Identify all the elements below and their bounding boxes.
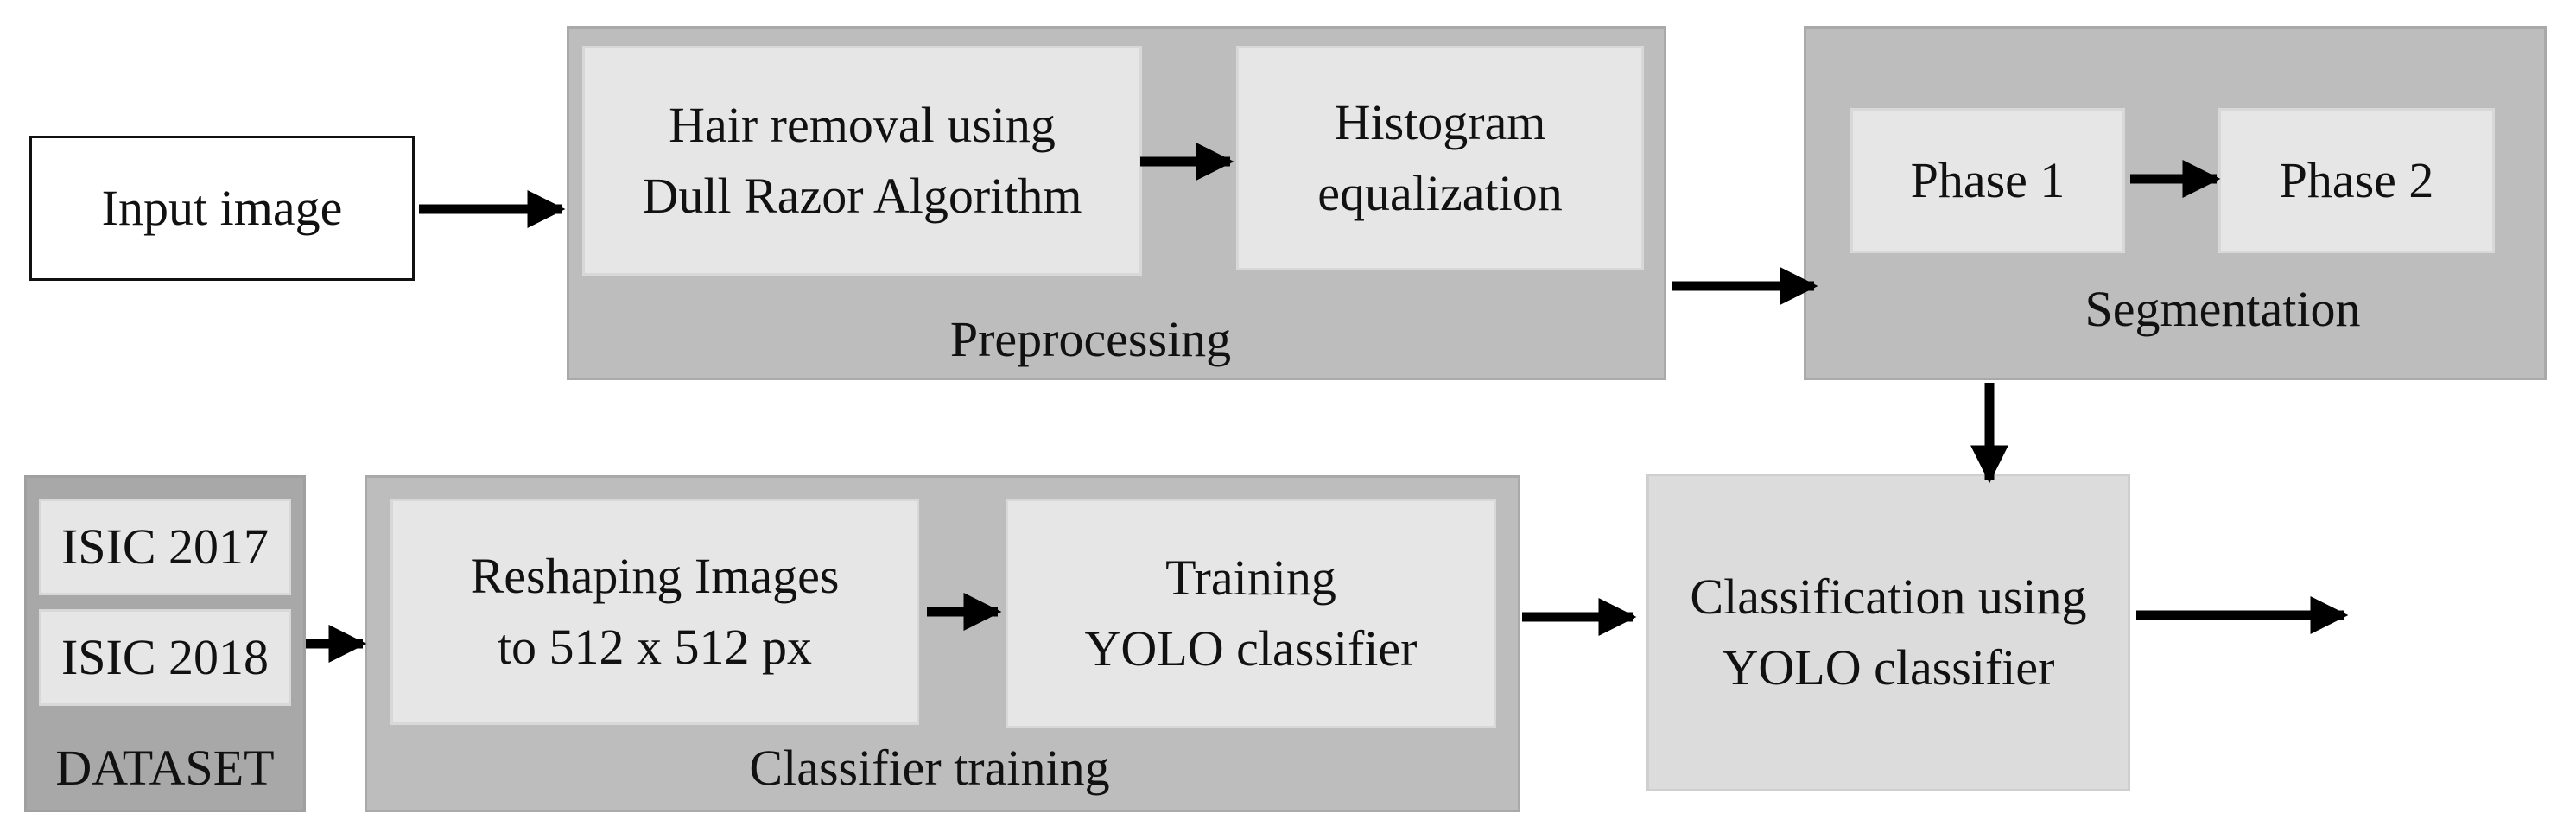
segmentation-group: Phase 1 Phase 2 Segmentation	[1804, 26, 2547, 380]
histogram-equalization-step: Histogram equalization	[1236, 46, 1644, 270]
dataset-isic-2018: ISIC 2018	[39, 609, 291, 706]
classification-box: Classification using YOLO classifier	[1646, 474, 2130, 791]
hair-removal-step: Hair removal using Dull Razor Algorithm	[582, 46, 1142, 276]
phase-1-step: Phase 1	[1850, 108, 2125, 253]
preprocessing-group: Hair removal using Dull Razor Algorithm …	[567, 26, 1666, 380]
phase-2-step: Phase 2	[2218, 108, 2495, 253]
dataset-group: ISIC 2017 ISIC 2018 DATASET	[24, 475, 306, 812]
dataset-isic-2017: ISIC 2017	[39, 499, 291, 595]
preprocessing-caption: Preprocessing	[949, 311, 1232, 367]
input-image-box: Input image	[29, 136, 415, 281]
classifier-training-group: Reshaping Images to 512 x 512 px Trainin…	[365, 475, 1520, 812]
training-yolo-step: Training YOLO classifier	[1006, 499, 1496, 728]
dataset-caption: DATASET	[55, 740, 275, 796]
segmentation-caption: Segmentation	[2084, 281, 2361, 337]
classifier-training-caption: Classifier training	[749, 740, 1110, 796]
reshaping-step: Reshaping Images to 512 x 512 px	[390, 499, 919, 725]
